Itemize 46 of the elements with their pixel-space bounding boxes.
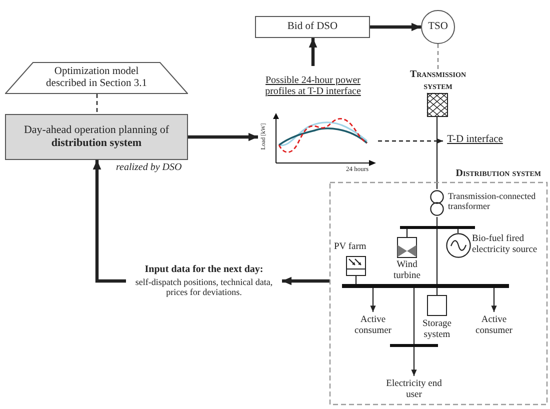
arrow [282,276,330,286]
system-boundary [328,168,549,406]
connector-line [406,229,408,237]
process-box [255,16,370,38]
arrow [411,347,417,376]
input-description: self-dispatch positions, technical data, prices for deviations. [134,277,274,298]
arrow [188,132,258,142]
component-label: Active consumer [466,312,522,340]
section-heading: Distribution system [456,168,541,180]
arrow [92,160,126,283]
component-label: Wind turbine [392,260,422,282]
component-label: Bio-fuel fired electricity source [472,234,538,256]
component-label: Storage system [421,319,453,341]
box-label: Optimization model described in Section 3.1 [45,66,148,90]
node-label: TSO [428,20,448,34]
connector-line [457,229,459,233]
input-heading: Input data for the next day: [144,264,264,276]
section-heading: Transmission system [408,69,468,92]
trapezoid-box [5,62,188,94]
arrow [370,22,421,32]
side-note: realized by DSO [116,162,182,174]
arrow [308,38,318,66]
connector-line [436,217,438,226]
profile-caption: Possible 24-hour power profiles at T-D interface [261,66,365,106]
component-label: Transmission-connected transformer [448,191,537,212]
circle-node [421,10,455,44]
component-label: Active consumer [345,312,401,340]
dashed-arrow [378,138,443,144]
dashed-line [96,94,98,114]
dashed-line [437,44,439,69]
interface-label: T-D interface [443,133,507,148]
process-box [5,114,188,160]
arrow [491,288,497,312]
component-label: Electricity end user [383,376,445,402]
connector-line [436,117,438,189]
connector-line [436,229,438,284]
box-label: Day-ahead operation planning of distribution system [22,124,170,150]
connector-line [413,288,415,344]
connector-line [355,276,357,284]
connector-line [436,288,438,295]
busbar [400,226,475,229]
busbar [342,284,509,288]
arrow [370,288,376,312]
component-label: PV farm [334,242,366,253]
busbar [390,344,438,347]
box-label: Bid of DSO [286,20,339,34]
